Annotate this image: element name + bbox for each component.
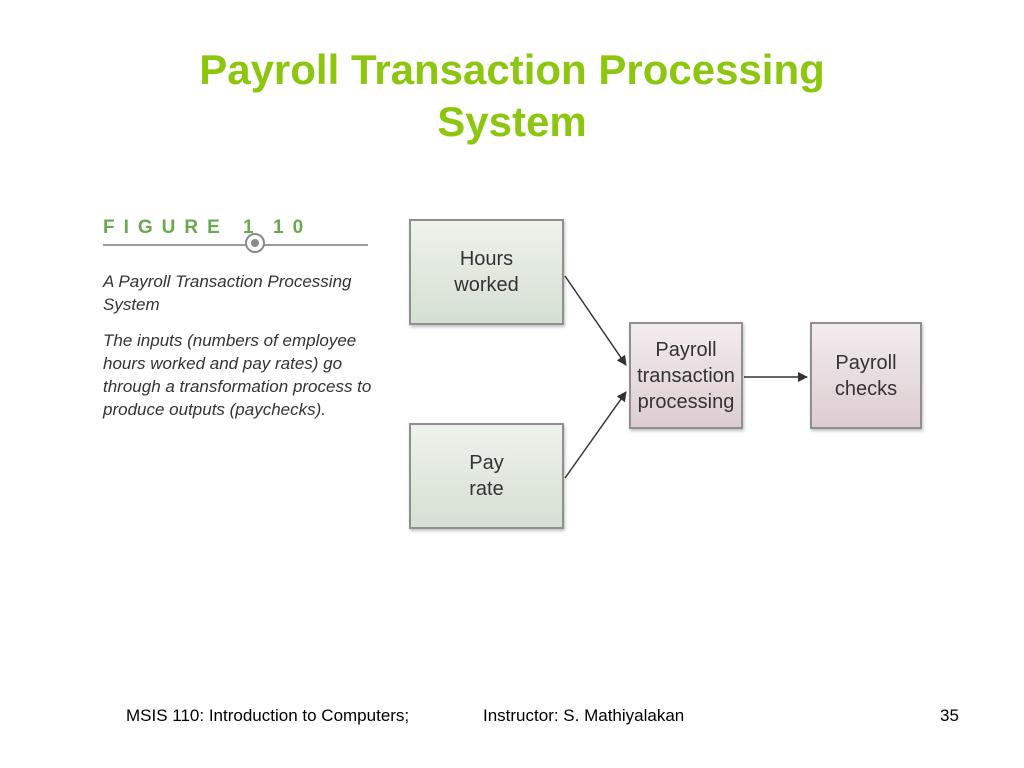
process-box-line2: transaction bbox=[637, 364, 735, 387]
figure-caption-body: The inputs (numbers of employee hours wo… bbox=[103, 331, 372, 419]
output-box-line1: Payroll bbox=[835, 351, 897, 374]
hours-box-line2: worked bbox=[454, 274, 519, 296]
footer-course: MSIS 110: Introduction to Computers; bbox=[126, 706, 410, 725]
footer-instructor: Instructor: S. Mathiyalakan bbox=[483, 706, 685, 725]
process-box-payroll-transaction: Payroll transaction processing bbox=[629, 322, 743, 429]
slide-title: Payroll Transaction Processing System bbox=[0, 44, 1024, 148]
slide-title-line1: Payroll Transaction Processing bbox=[199, 46, 825, 93]
output-box-payroll-checks: Payroll checks bbox=[810, 322, 922, 429]
pay-box-line1: Pay bbox=[469, 452, 504, 474]
arrow-pay-to-process bbox=[564, 391, 627, 479]
process-box-line1: Payroll bbox=[655, 338, 717, 361]
figure-label-part1: FIGURE 1 bbox=[103, 217, 263, 238]
output-box-line2: checks bbox=[834, 377, 898, 400]
figure-label-part2: 10 bbox=[273, 217, 313, 238]
figure-caption-title: A Payroll Transaction Processing System bbox=[103, 272, 352, 314]
process-box-line3: processing bbox=[637, 390, 735, 413]
input-box-hours-worked: Hours worked bbox=[409, 219, 564, 325]
input-box-pay-rate: Pay rate bbox=[409, 423, 564, 529]
figure-label: FIGURE 1 10 bbox=[103, 217, 373, 257]
figure-bullet-icon bbox=[245, 233, 265, 253]
slide-title-line2: System bbox=[437, 98, 587, 145]
figure-divider bbox=[103, 244, 368, 246]
arrow-hours-to-process bbox=[564, 275, 627, 366]
footer-page-number: 35 bbox=[940, 706, 959, 725]
pay-box-line2: rate bbox=[469, 478, 504, 500]
hours-box-line1: Hours bbox=[459, 248, 514, 270]
